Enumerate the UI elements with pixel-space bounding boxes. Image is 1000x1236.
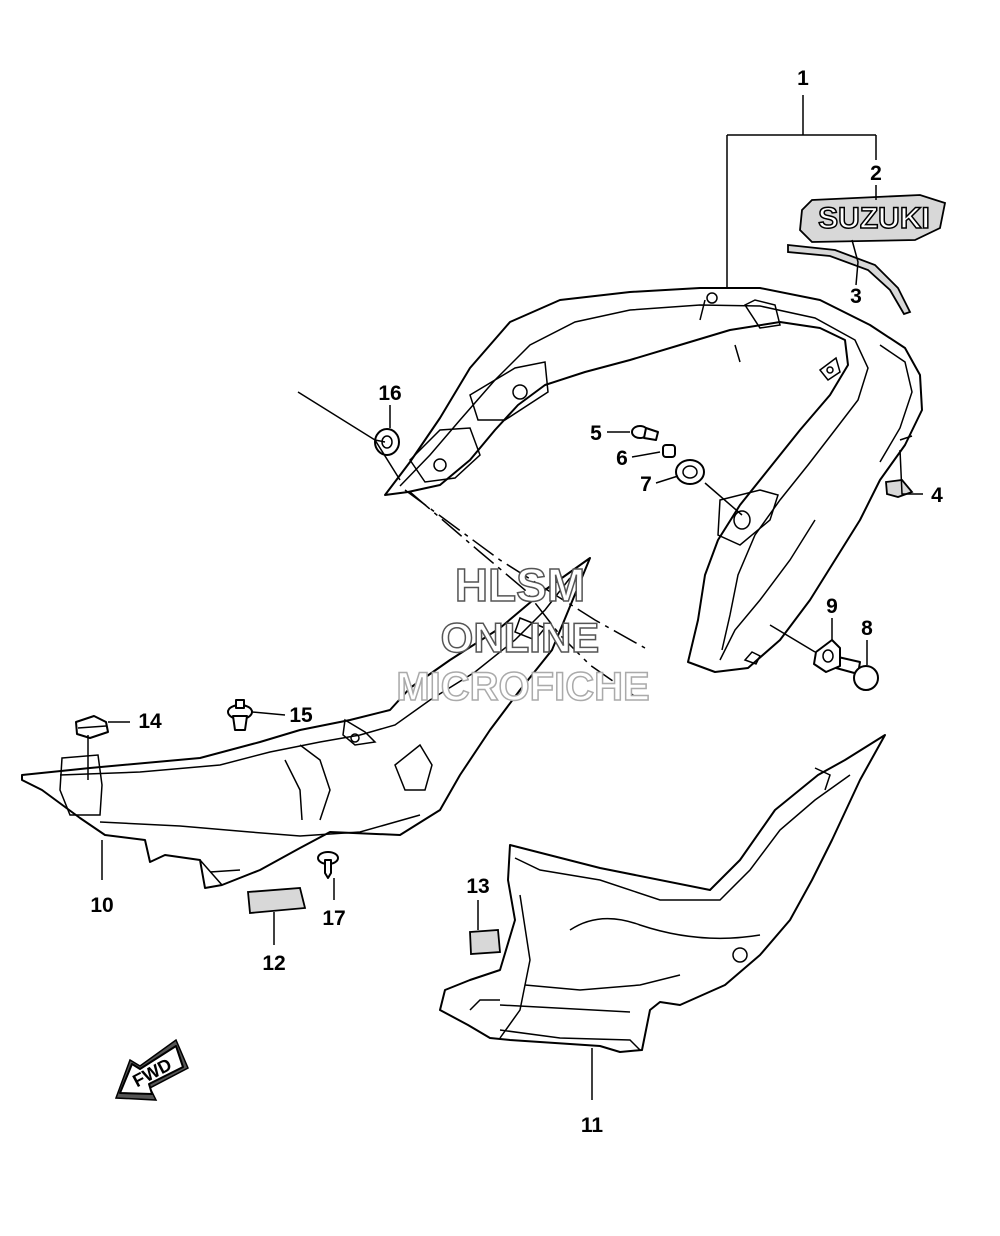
callout-1: 1 bbox=[797, 67, 809, 90]
callout-6: 6 bbox=[616, 447, 628, 470]
watermark-line-1: HLSM bbox=[455, 559, 585, 611]
suzuki-emblem-part: SUZUKI bbox=[799, 194, 947, 243]
callout-17: 17 bbox=[322, 907, 345, 930]
callout-13: 13 bbox=[466, 875, 489, 898]
callout-9: 9 bbox=[826, 595, 838, 618]
leader-lines bbox=[87, 95, 923, 1100]
watermark: HLSM ONLINE MICROFICHE bbox=[396, 558, 651, 710]
watermark-line-2: ONLINE bbox=[441, 614, 600, 661]
grommet-part-16 bbox=[374, 428, 400, 456]
screw-part bbox=[631, 425, 659, 441]
callout-10: 10 bbox=[90, 894, 113, 917]
tail-cover-part bbox=[384, 287, 923, 673]
callout-14: 14 bbox=[138, 710, 162, 733]
side-cover-part-11 bbox=[439, 734, 886, 1053]
collar-part bbox=[662, 444, 676, 458]
callout-labels: 1 2 3 4 5 6 7 8 9 10 11 12 13 14 15 16 1… bbox=[90, 67, 943, 1137]
callout-5: 5 bbox=[590, 422, 602, 445]
callout-11: 11 bbox=[581, 1114, 604, 1137]
watermark-line-3: MICROFICHE bbox=[396, 665, 649, 709]
emblem-text: SUZUKI bbox=[818, 202, 930, 235]
callout-16: 16 bbox=[378, 382, 401, 405]
bolt-part bbox=[835, 656, 879, 691]
pad-part-13 bbox=[469, 929, 501, 955]
grommet-part-9 bbox=[813, 639, 841, 673]
callout-4: 4 bbox=[931, 484, 943, 507]
callout-15: 15 bbox=[289, 704, 313, 727]
callout-8: 8 bbox=[861, 617, 873, 640]
pad-part-12 bbox=[247, 887, 307, 914]
screw-part-17 bbox=[317, 851, 339, 879]
fwd-arrow-icon: FWD bbox=[114, 1038, 189, 1101]
trim-strip-part bbox=[787, 243, 912, 316]
callout-3: 3 bbox=[850, 285, 862, 308]
grommet-part-14 bbox=[75, 715, 109, 739]
grommet-part-7 bbox=[675, 459, 705, 485]
callout-7: 7 bbox=[640, 473, 652, 496]
push-rivet-part bbox=[227, 699, 253, 731]
callout-12: 12 bbox=[262, 952, 285, 975]
callout-2: 2 bbox=[870, 162, 882, 185]
frame-cover-part-10 bbox=[21, 557, 591, 889]
